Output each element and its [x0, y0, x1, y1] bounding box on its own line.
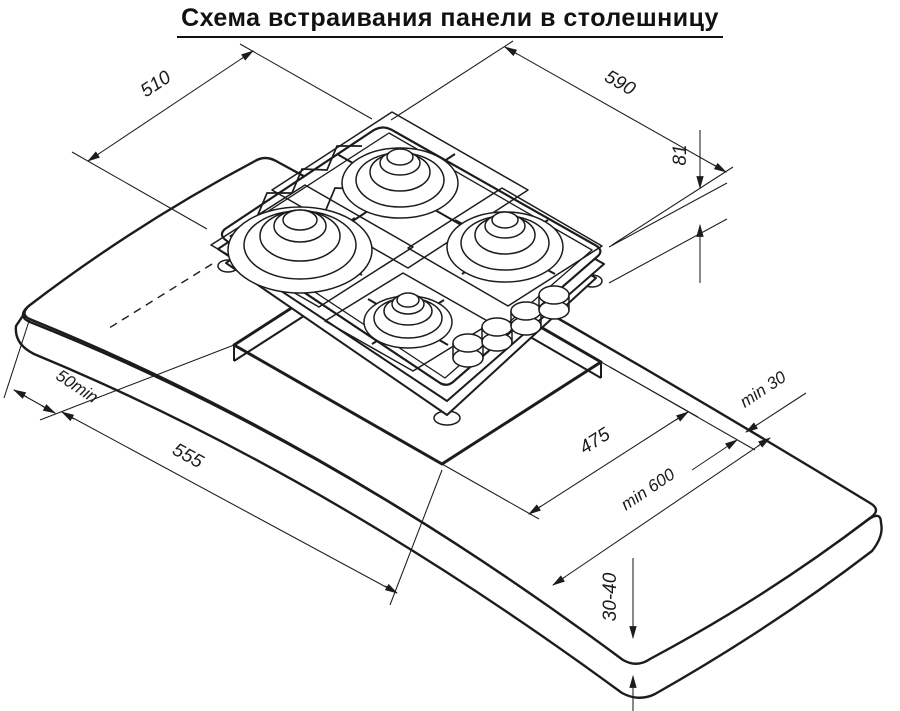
grate-zigzag: [239, 145, 362, 229]
control-knobs: [452, 285, 570, 368]
pot-support-frame: [271, 111, 529, 269]
dimension-label-worktop-thickness: 30-40: [600, 572, 621, 621]
page-title: Схема встраивания панели в столешницу: [0, 4, 900, 38]
burner-front-small: [363, 292, 453, 349]
hob-inner-rim: [229, 132, 593, 379]
control-knob: [538, 285, 570, 320]
burner-right: [446, 211, 564, 283]
dimension-label-hob-depth: 510: [137, 67, 175, 102]
hidden-edge-dashed-line: [105, 263, 213, 331]
dimension-30-40-worktop-thickness: 30-40: [600, 558, 637, 711]
dimension-81-hob-height: 81: [608, 130, 728, 284]
burner-rear: [341, 147, 459, 219]
page-title-text: Схема встраивания панели в столешницу: [177, 4, 723, 38]
pot-support-frame: [324, 272, 492, 372]
dimension-label-hob-width: 590: [601, 66, 639, 100]
burner-left-large: [227, 206, 373, 294]
control-knob: [481, 317, 513, 352]
dimension-label-cutout-width: 555: [169, 439, 207, 473]
dimension-label-hob-height: 81: [670, 144, 691, 165]
dimension-label-rear-clearance: min 30: [736, 367, 789, 411]
hob-panel: [210, 111, 605, 426]
pot-support-frame: [407, 187, 603, 307]
